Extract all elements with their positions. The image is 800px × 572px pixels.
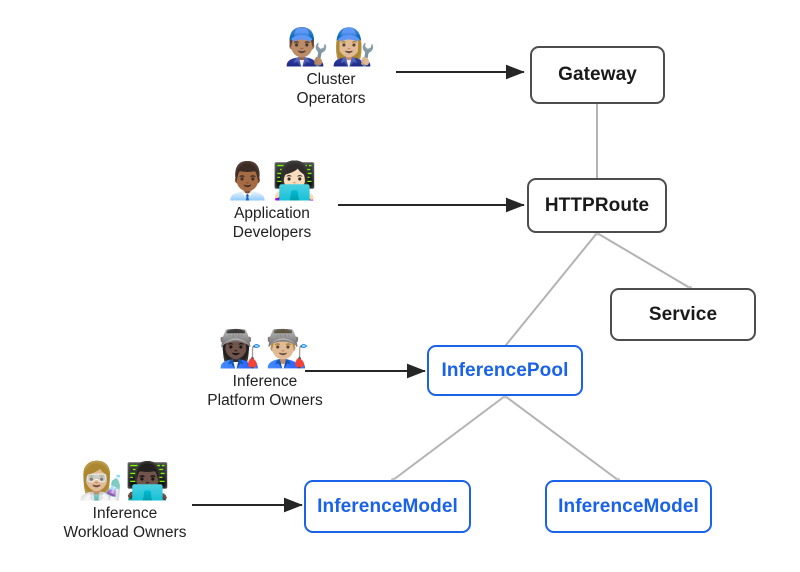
node-inferencemodel-1[interactable]: InferenceModel bbox=[304, 480, 471, 533]
connector-httproute-service bbox=[596, 232, 691, 289]
connector-inferencepool-model-2 bbox=[504, 395, 619, 481]
cluster-operators-icons: 👨🏽‍🔧👩🏼‍🔧 bbox=[284, 27, 378, 68]
node-gateway[interactable]: Gateway bbox=[530, 46, 665, 104]
inference-platform-owners-label: Inference Platform Owners bbox=[207, 373, 323, 409]
node-inferencepool[interactable]: InferencePool bbox=[427, 345, 583, 396]
node-httproute[interactable]: HTTPRoute bbox=[527, 178, 667, 233]
node-service-label: Service bbox=[648, 303, 718, 325]
application-developers-label: Application Developers bbox=[232, 205, 312, 241]
node-inferencemodel-1-label: InferenceModel bbox=[317, 495, 458, 517]
persona-inference-workload-owners: 👩🏼‍🔬👨🏿‍💻 Inference Workload Owners bbox=[10, 462, 240, 542]
node-httproute-label: HTTPRoute bbox=[544, 194, 650, 216]
node-inferencepool-label: InferencePool bbox=[441, 359, 569, 381]
persona-cluster-operators: 👨🏽‍🔧👩🏼‍🔧 Cluster Operators bbox=[216, 28, 446, 108]
persona-application-developers: 👨🏾‍💼👩🏻‍💻 Application Developers bbox=[157, 162, 387, 242]
node-service[interactable]: Service bbox=[610, 288, 756, 341]
inference-platform-owners-icons: 👩🏿‍🏭👨🏼‍🏭 bbox=[218, 329, 312, 370]
cluster-operators-label: Cluster Operators bbox=[296, 71, 366, 107]
node-inferencemodel-2[interactable]: InferenceModel bbox=[545, 480, 712, 533]
node-gateway-label: Gateway bbox=[558, 64, 637, 85]
node-inferencemodel-2-label: InferenceModel bbox=[558, 495, 699, 517]
inference-workload-owners-label: Inference Workload Owners bbox=[63, 505, 187, 541]
application-developers-icons: 👨🏾‍💼👩🏻‍💻 bbox=[225, 161, 319, 202]
connector-httproute-inferencepool bbox=[505, 232, 598, 346]
inference-workload-owners-icons: 👩🏼‍🔬👨🏿‍💻 bbox=[78, 461, 172, 502]
connector-inferencepool-model-1 bbox=[392, 395, 506, 481]
persona-inference-platform-owners: 👩🏿‍🏭👨🏼‍🏭 Inference Platform Owners bbox=[150, 330, 380, 410]
